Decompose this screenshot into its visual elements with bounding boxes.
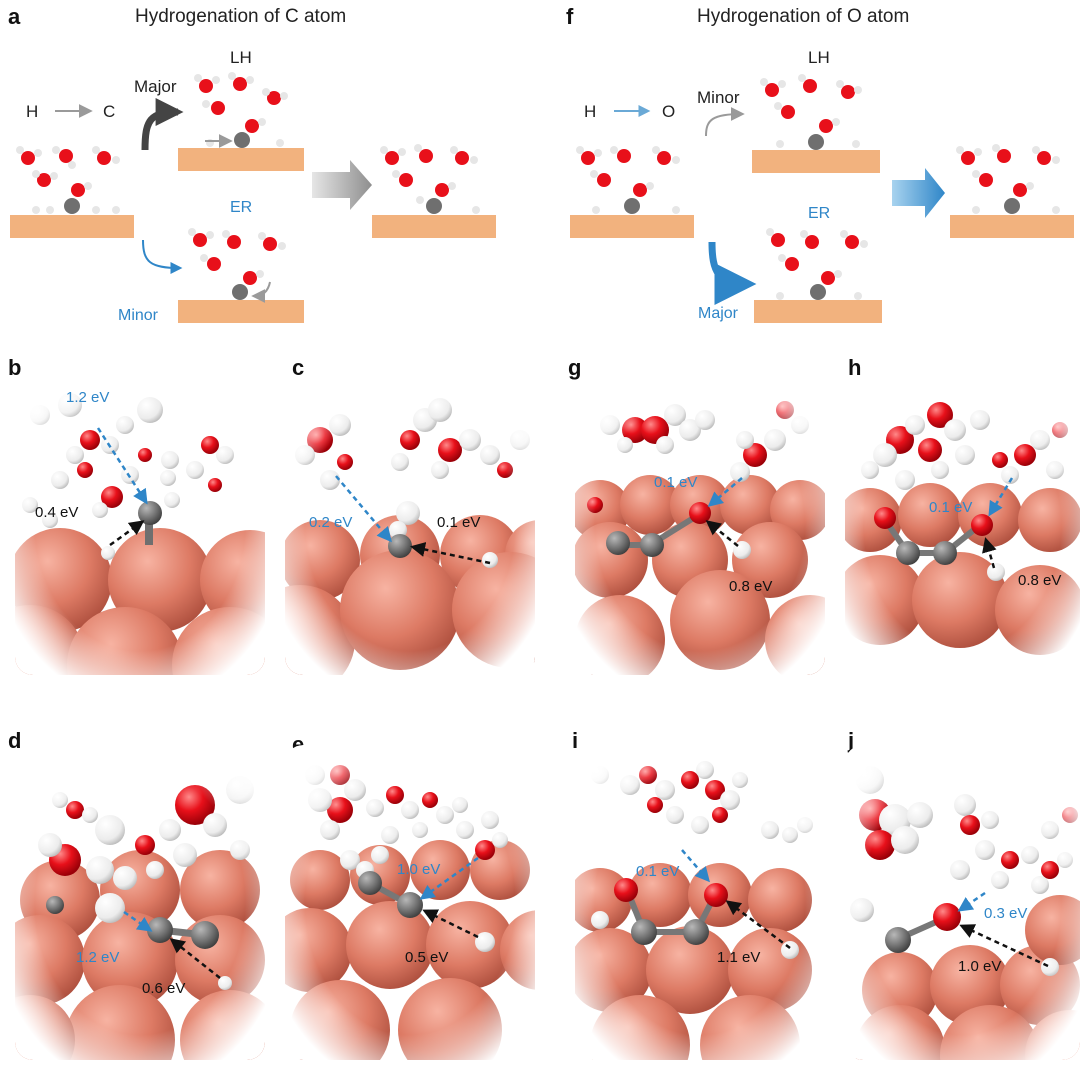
slab-initial-a bbox=[10, 215, 134, 238]
slab-initial-f bbox=[570, 215, 694, 238]
lh-arrow-h bbox=[982, 537, 997, 569]
er-arrow-c bbox=[335, 475, 392, 543]
lh-arrow-g bbox=[705, 520, 739, 547]
lh-energy-b: 0.4 eV bbox=[35, 504, 78, 521]
slab-er-a bbox=[178, 300, 304, 323]
panel-b-render bbox=[15, 375, 265, 675]
slab-er-f bbox=[754, 300, 882, 323]
slab-final-a bbox=[372, 215, 496, 238]
er-energy-e: 1.0 eV bbox=[397, 861, 440, 878]
lh-energy-g: 0.8 eV bbox=[729, 578, 772, 595]
major-arrow-f bbox=[708, 241, 757, 305]
water-cluster bbox=[576, 146, 680, 214]
er-arrow-b bbox=[96, 427, 148, 505]
lh-energy-j: 1.0 eV bbox=[958, 958, 1001, 975]
panel-label-i: i bbox=[572, 728, 578, 753]
major-label-a: Major bbox=[134, 77, 177, 96]
lh-label-a: LH bbox=[230, 48, 252, 67]
panel-c-render bbox=[285, 375, 535, 675]
lh-energy-e: 0.5 eV bbox=[405, 949, 448, 966]
h-label-a: H bbox=[26, 102, 38, 121]
lh-arrow-e bbox=[422, 909, 479, 939]
slab-lh-f bbox=[752, 150, 880, 173]
panel-j-render bbox=[845, 745, 1080, 1060]
big-arrow-f bbox=[892, 168, 945, 218]
title-c-hydrogenation: Hydrogenation of C atom bbox=[135, 6, 346, 27]
water-cluster bbox=[766, 228, 868, 300]
slab-final-f bbox=[950, 215, 1074, 238]
lh-energy-i: 1.1 eV bbox=[717, 949, 760, 966]
lh-energy-c: 0.1 eV bbox=[437, 514, 480, 531]
major-label-f: Major bbox=[698, 305, 739, 322]
lh-arrow-b bbox=[109, 520, 145, 547]
big-arrow-a bbox=[312, 160, 372, 210]
panel-label-h: h bbox=[848, 355, 861, 380]
water-cluster bbox=[760, 74, 862, 150]
major-arrow-a bbox=[141, 98, 184, 151]
panel-label-a: a bbox=[8, 4, 21, 29]
water-cluster bbox=[380, 144, 480, 214]
slab-lh-a bbox=[178, 148, 304, 171]
panel-label-f: f bbox=[566, 4, 574, 29]
minor-label-a: Minor bbox=[118, 307, 159, 324]
c-label-a: C bbox=[103, 102, 115, 121]
panel-label-g: g bbox=[568, 355, 581, 380]
minor-label-f: Minor bbox=[697, 88, 740, 107]
water-cluster bbox=[956, 144, 1060, 214]
er-energy-b: 1.2 eV bbox=[66, 389, 109, 406]
panel-label-c: c bbox=[292, 355, 304, 380]
scheme-f: H O Minor LH ER Major bbox=[570, 48, 1074, 323]
er-label-f: ER bbox=[808, 205, 830, 222]
panel-i-render bbox=[575, 745, 825, 1060]
water-cluster bbox=[194, 72, 288, 148]
er-energy-h: 0.1 eV bbox=[929, 499, 972, 516]
er-arrow-e bbox=[419, 856, 479, 900]
lh-arrow-i bbox=[725, 900, 791, 950]
er-energy-d: 1.2 eV bbox=[76, 949, 119, 966]
lh-energy-d: 0.6 eV bbox=[142, 980, 185, 997]
panel-e-render bbox=[285, 745, 535, 1060]
title-o-hydrogenation: Hydrogenation of O atom bbox=[697, 6, 909, 27]
o-label-f: O bbox=[662, 102, 675, 121]
lh-energy-h: 0.8 eV bbox=[1018, 572, 1061, 589]
panel-label-j: j bbox=[847, 728, 854, 753]
er-energy-c: 0.2 eV bbox=[309, 514, 352, 531]
minor-arrow-f bbox=[705, 107, 745, 137]
water-cluster bbox=[188, 228, 286, 303]
minor-arrow-a bbox=[142, 239, 183, 274]
er-arrow-h bbox=[988, 477, 1014, 517]
lh-arrow-d bbox=[169, 938, 221, 979]
panel-h-render bbox=[845, 375, 1080, 675]
panel-g-render bbox=[575, 375, 825, 675]
er-arrow-i bbox=[681, 849, 710, 883]
scheme-a: H C Major LH ER Minor bbox=[10, 48, 496, 324]
lh-label-f: LH bbox=[808, 48, 830, 67]
lh-arrow-j bbox=[959, 924, 1049, 968]
panel-d-render bbox=[15, 745, 265, 1060]
er-energy-j: 0.3 eV bbox=[984, 905, 1027, 922]
water-cluster bbox=[16, 146, 120, 214]
er-label-a: ER bbox=[230, 199, 252, 216]
er-arrow-g bbox=[707, 477, 743, 507]
lh-arrow-c bbox=[410, 542, 491, 565]
er-energy-g: 0.1 eV bbox=[654, 474, 697, 491]
panel-label-d: d bbox=[8, 728, 21, 753]
panel-label-b: b bbox=[8, 355, 21, 380]
er-energy-i: 0.1 eV bbox=[636, 863, 679, 880]
h-label-f: H bbox=[584, 102, 596, 121]
